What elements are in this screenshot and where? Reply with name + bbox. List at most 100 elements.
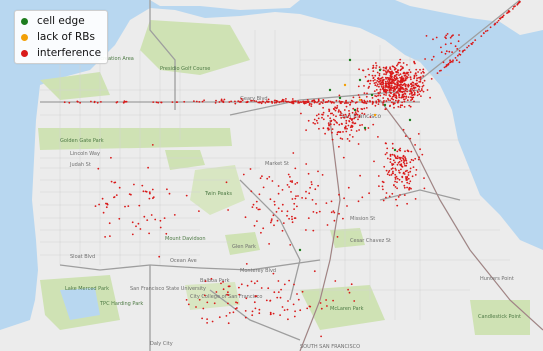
data-point: [282, 100, 285, 103]
data-point: [211, 320, 214, 323]
data-point: [500, 16, 503, 19]
data-point: [261, 100, 264, 103]
label-daly-city: Daly City: [150, 341, 173, 347]
data-point: [315, 114, 318, 117]
data-point: [283, 309, 286, 311]
presidio-park: [140, 20, 250, 75]
data-point: [403, 194, 406, 197]
data-point: [311, 199, 314, 201]
data-point: [394, 161, 396, 164]
data-point: [295, 195, 297, 198]
data-point: [283, 283, 286, 286]
data-point: [397, 71, 399, 74]
data-point: [399, 106, 402, 108]
label-mclaren: McLaren Park: [330, 306, 364, 312]
data-point: [222, 281, 225, 283]
data-point: [310, 105, 313, 107]
data-point: [299, 309, 302, 312]
data-point: [418, 93, 421, 96]
marin-land-right: [395, 0, 543, 35]
data-point: [350, 124, 353, 127]
data-point: [385, 66, 388, 69]
data-point: [193, 100, 195, 102]
data-point: [401, 67, 404, 70]
label-lincoln: Lincoln Way: [70, 151, 100, 157]
legend: cell edge lack of RBs interference: [14, 10, 108, 64]
data-point: [195, 306, 197, 308]
data-point: [292, 100, 295, 103]
data-point: [386, 76, 389, 79]
data-point: [338, 212, 340, 215]
data-point: [305, 102, 307, 104]
data-point: [467, 45, 470, 47]
data-point: [131, 221, 134, 224]
data-point: [352, 121, 354, 124]
data-point: [318, 127, 320, 130]
data-point: [372, 76, 375, 79]
data-point: [386, 80, 389, 82]
data-point: [281, 189, 284, 191]
data-point: [411, 81, 414, 84]
data-point: [124, 205, 126, 208]
data-point: [115, 194, 118, 197]
data-point: [405, 162, 408, 165]
data-point: [420, 95, 422, 97]
data-point: [404, 84, 407, 87]
data-point: [345, 101, 347, 103]
data-point: [394, 83, 396, 86]
data-point: [252, 203, 255, 206]
data-point: [414, 144, 416, 146]
data-point: [279, 296, 282, 299]
data-point: [409, 83, 412, 85]
data-point: [309, 186, 311, 189]
data-point: [333, 211, 336, 214]
data-point: [215, 99, 217, 102]
data-point: [357, 85, 360, 88]
data-point: [255, 200, 258, 203]
data-point: [398, 93, 400, 96]
data-point: [457, 54, 459, 57]
data-point: [385, 94, 387, 96]
label-sf-state: San Francisco State University: [130, 286, 206, 292]
data-point: [407, 83, 410, 86]
data-point: [397, 196, 400, 198]
data-point: [410, 99, 412, 101]
data-point: [305, 190, 307, 193]
data-point: [258, 193, 261, 196]
data-point: [316, 122, 319, 124]
bernal-park: [330, 228, 365, 248]
data-point: [251, 206, 254, 209]
data-point: [238, 293, 241, 296]
data-point: [275, 211, 278, 213]
data-point: [456, 48, 459, 50]
data-point: [421, 89, 423, 92]
data-point: [340, 112, 342, 114]
data-point: [363, 113, 366, 115]
data-point: [379, 80, 381, 83]
data-point: [159, 226, 162, 229]
label-mount-davidson: Mount Davidson: [165, 236, 206, 242]
data-point: [397, 89, 400, 91]
data-point: [113, 196, 116, 198]
data-point: [350, 129, 353, 132]
data-point: [379, 88, 382, 91]
data-point: [290, 191, 292, 193]
data-point: [393, 77, 396, 80]
data-point: [277, 192, 280, 195]
data-point: [294, 100, 297, 103]
data-point: [378, 68, 382, 72]
lake-merced-water: [60, 288, 100, 320]
data-point: [93, 100, 96, 103]
data-point: [378, 74, 381, 77]
data-point: [362, 69, 364, 72]
data-point: [386, 82, 388, 84]
data-point: [253, 224, 256, 227]
data-point: [405, 177, 407, 180]
data-point: [198, 101, 201, 103]
data-point: [421, 153, 424, 156]
data-point: [399, 104, 402, 107]
data-point: [372, 101, 374, 104]
data-point: [493, 23, 496, 26]
data-point: [388, 86, 391, 89]
